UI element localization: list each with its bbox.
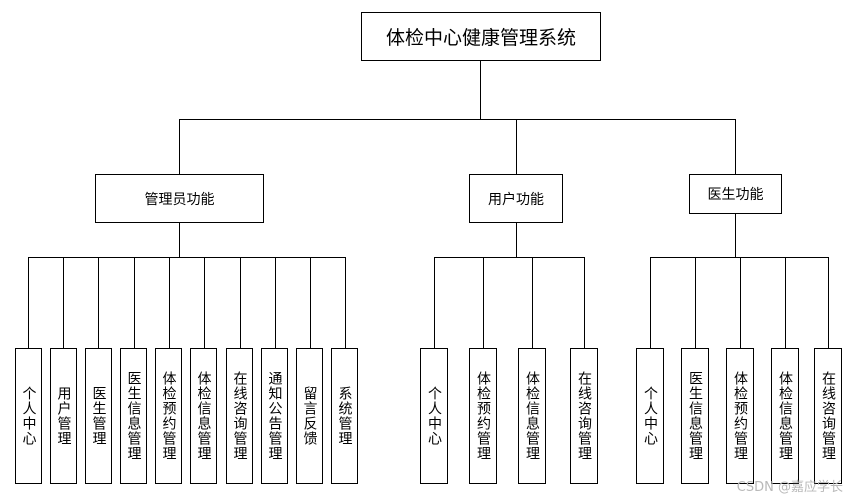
leaf-label: 在线咨询管理 [231,371,248,461]
group-node-doctor: 医生功能 [689,174,782,214]
leaf-node: 体检信息管理 [771,348,799,484]
connector-line [483,257,484,348]
connector-line [434,257,585,258]
connector-line [204,257,205,348]
connector-line [532,257,533,348]
connector-line [516,223,517,258]
leaf-node: 通知公告管理 [261,348,288,484]
connector-line [28,257,29,348]
leaf-label: 通知公告管理 [266,371,283,461]
leaf-label: 系统管理 [336,386,353,446]
connector-line [240,257,241,348]
leaf-label: 体检信息管理 [195,371,212,461]
leaf-label: 医生管理 [90,386,107,446]
leaf-label: 在线咨询管理 [820,371,836,461]
leaf-label: 体检信息管理 [524,371,540,461]
connector-line [740,257,741,348]
connector-line [650,257,651,348]
leaf-label: 医生信息管理 [687,371,703,461]
leaf-node: 体检预约管理 [155,348,182,484]
group-label: 用户功能 [488,191,544,208]
leaf-label: 用户管理 [55,386,72,446]
group-label: 管理员功能 [144,191,215,208]
group-node-user: 用户功能 [469,174,563,223]
connector-line [785,257,786,348]
connector-line [828,257,829,348]
group-label: 医生功能 [707,187,764,203]
group-node-admin: 管理员功能 [95,174,264,223]
leaf-node: 在线咨询管理 [570,348,598,484]
connector-line [310,257,311,348]
leaf-node: 医生信息管理 [120,348,147,484]
connector-line [695,257,696,348]
root-node: 体检中心健康管理系统 [361,12,601,61]
connector-line [134,257,135,348]
leaf-label: 体检信息管理 [777,371,793,461]
leaf-label: 个人中心 [642,386,658,446]
connector-line [345,257,346,348]
watermark: CSDN @嘉应学长 [736,480,843,495]
leaf-node: 体检预约管理 [469,348,497,484]
leaf-node: 用户管理 [50,348,77,484]
leaf-label: 留言反馈 [301,386,318,446]
connector-line [179,119,180,174]
leaf-node: 在线咨询管理 [226,348,253,484]
leaf-node: 体检信息管理 [518,348,546,484]
connector-line [275,257,276,348]
connector-line [179,223,180,258]
leaf-node: 个人中心 [420,348,448,484]
leaf-node: 系统管理 [331,348,358,484]
connector-line [169,257,170,348]
connector-line [63,257,64,348]
connector-line [28,257,346,258]
leaf-label: 体检预约管理 [160,371,177,461]
leaf-label: 个人中心 [426,386,442,446]
leaf-label: 体检预约管理 [732,371,748,461]
leaf-node: 在线咨询管理 [814,348,842,484]
connector-line [98,257,99,348]
leaf-node: 医生管理 [85,348,112,484]
leaf-label: 在线咨询管理 [576,371,592,461]
leaf-label: 医生信息管理 [125,371,142,461]
connector-line [434,257,435,348]
leaf-node: 留言反馈 [296,348,323,484]
leaf-node: 医生信息管理 [681,348,709,484]
leaf-label: 个人中心 [20,386,37,446]
leaf-label: 体检预约管理 [475,371,491,461]
leaf-node: 体检信息管理 [190,348,217,484]
leaf-node: 体检预约管理 [726,348,754,484]
connector-line [584,257,585,348]
connector-line [650,257,829,258]
connector-line [179,119,736,120]
connector-line [480,61,481,119]
connector-line [735,214,736,258]
leaf-node: 个人中心 [636,348,664,484]
leaf-node: 个人中心 [15,348,42,484]
connector-line [516,119,517,174]
root-label: 体检中心健康管理系统 [385,27,576,49]
connector-line [735,119,736,174]
